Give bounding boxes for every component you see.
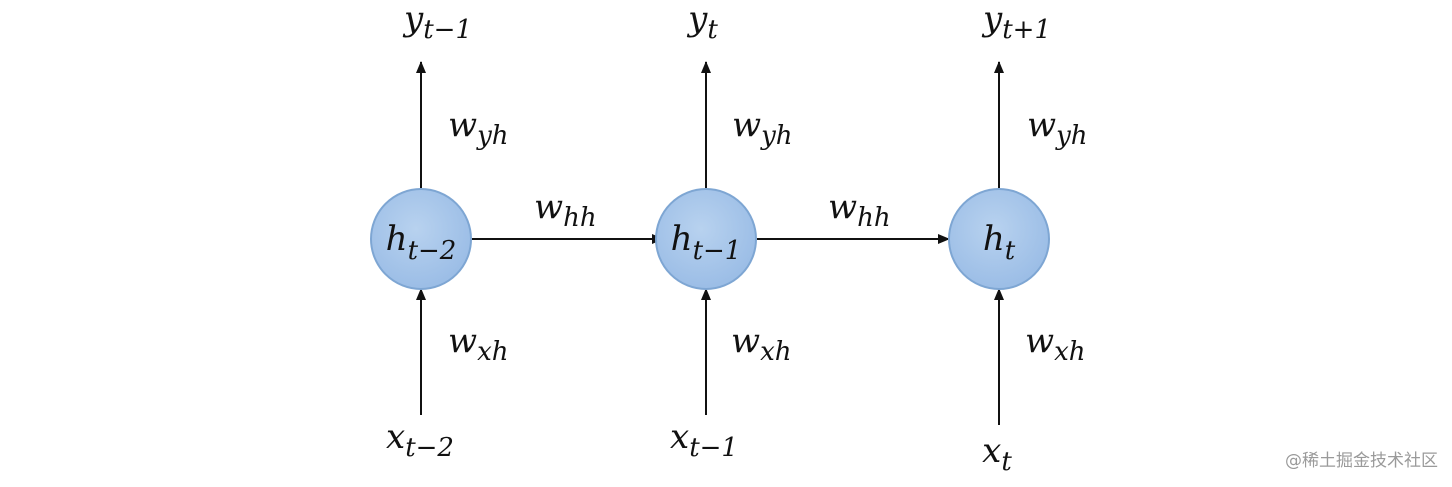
watermark-text: @稀土掘金技术社区 — [1285, 451, 1438, 471]
hidden-node-1 — [655, 188, 757, 290]
weight-xh-label-0: wxh — [448, 321, 509, 367]
hidden-node-2 — [948, 188, 1050, 290]
hidden-nodes — [370, 188, 1050, 290]
output-label-2: yt+1 — [981, 0, 1051, 45]
input-label-2: xt — [982, 431, 1012, 477]
output-label-1: yt — [686, 0, 718, 45]
weight-hh-label-0: whh — [534, 187, 597, 233]
hidden-node-label-2: ht — [983, 219, 1016, 266]
input-label-0: xt−2 — [386, 417, 454, 463]
output-label-0: yt−1 — [402, 0, 472, 45]
weight-yh-label-1: wyh — [732, 105, 793, 151]
weight-yh-label-2: wyh — [1027, 105, 1088, 151]
weight-xh-label-2: wxh — [1025, 321, 1086, 367]
weight-hh-label-1: whh — [828, 187, 891, 233]
weight-yh-label-0: wyh — [448, 105, 509, 151]
hidden-node-0 — [370, 188, 472, 290]
input-label-1: xt−1 — [670, 417, 738, 463]
edges — [416, 61, 1004, 425]
hidden-node-label-0: ht−2 — [386, 219, 457, 266]
weight-xh-label-1: wxh — [731, 321, 792, 367]
hidden-node-label-1: ht−1 — [671, 219, 742, 266]
